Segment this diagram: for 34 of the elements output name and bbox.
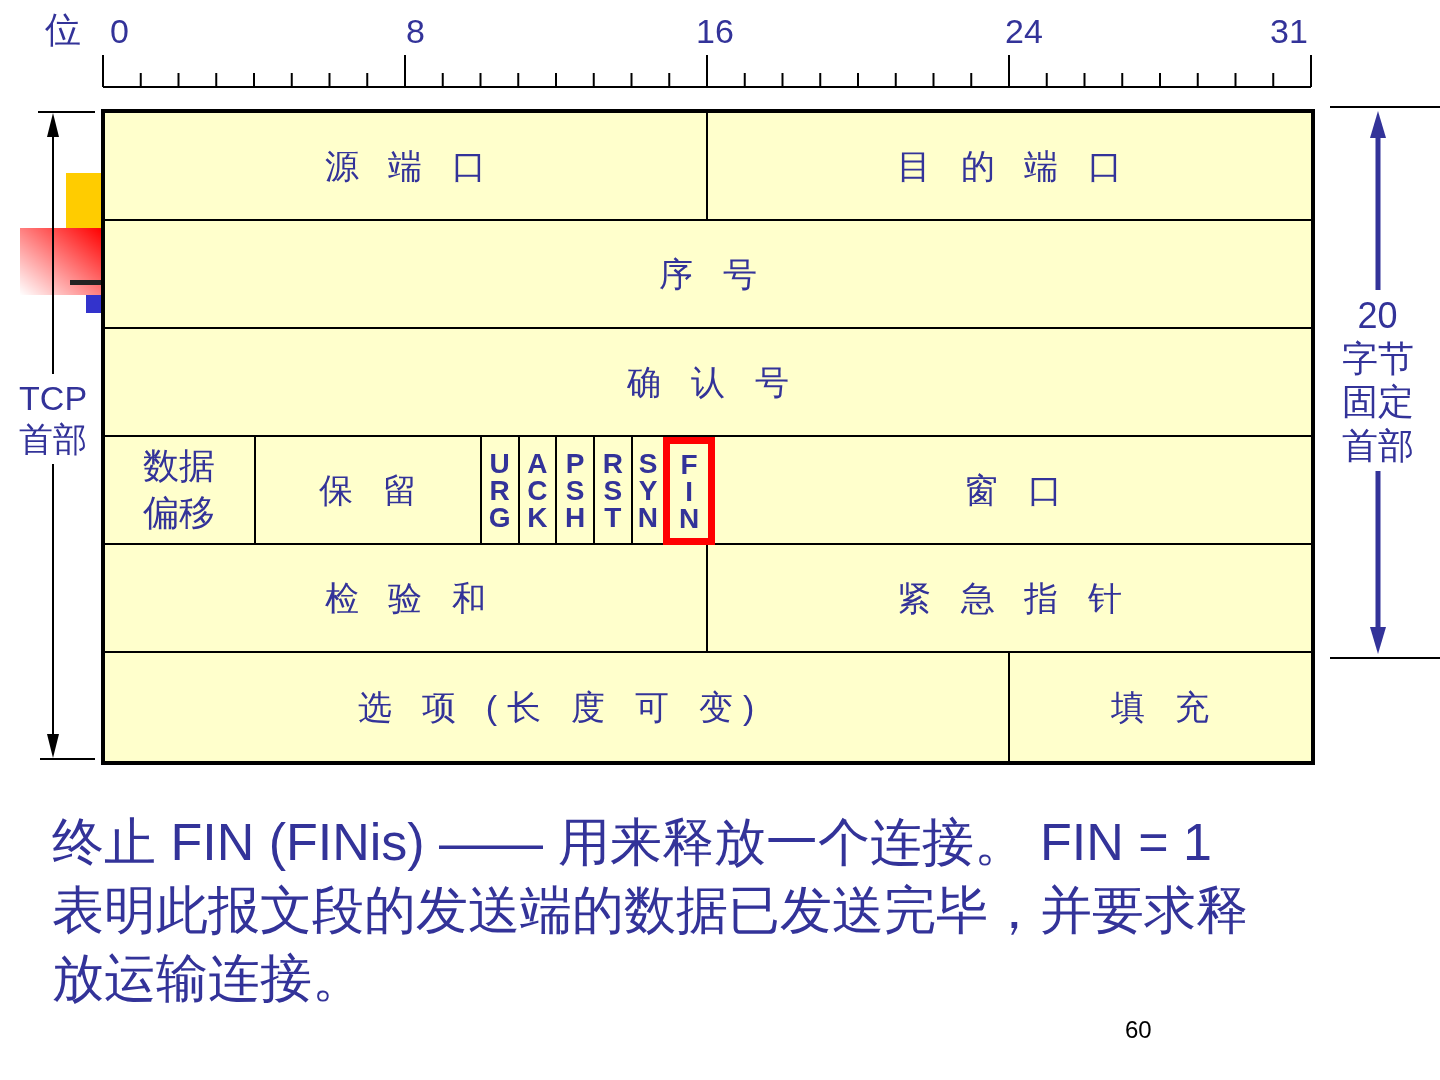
field-name: 目 的 端 口 — [896, 145, 1133, 187]
flag-name: PSH — [563, 449, 587, 531]
bit-number: 16 — [696, 14, 734, 48]
bit-number: 24 — [1005, 14, 1043, 48]
flag-name: URG — [487, 449, 512, 531]
flag-name: RST — [601, 449, 624, 531]
bit-number: 8 — [406, 14, 425, 48]
flag-name: SYN — [636, 449, 660, 531]
flag-field — [557, 437, 595, 545]
bit-number: 0 — [110, 14, 129, 48]
field-name: 序 号 — [659, 253, 768, 295]
page-number: 60 — [1125, 1018, 1152, 1042]
field-name: 填 充 — [1111, 686, 1220, 728]
flag-field — [594, 437, 633, 545]
header-field — [105, 545, 708, 653]
header-field — [105, 113, 708, 221]
highlighted-flag-field — [663, 437, 715, 545]
description-text: 终止 FIN (FINis) —— 用来释放一个连接。 FIN = 1 表明此报文段的发送端的数据已发送完毕，并要求释放运输连接。 — [52, 812, 1249, 1009]
field-name: 窗 口 — [964, 469, 1073, 511]
header-field — [255, 437, 482, 545]
field-name: 保 留 — [318, 469, 427, 511]
flag-name: FIN — [678, 450, 701, 532]
field-name: 检 验 和 — [324, 577, 497, 619]
flag-field — [519, 437, 558, 545]
field-name: 紧 急 指 针 — [896, 577, 1133, 619]
field-name: 确 认 号 — [627, 361, 800, 403]
flag-name: ACK — [526, 449, 549, 531]
field-name: 数据偏移 — [142, 444, 217, 535]
header-field — [105, 437, 256, 545]
bit-number: 31 — [1270, 14, 1308, 48]
flag-field — [481, 437, 520, 545]
field-name: 选 项 (长 度 可 变) — [358, 686, 765, 728]
axis-label: 位 — [45, 12, 81, 48]
field-name: 源 端 口 — [324, 145, 497, 187]
